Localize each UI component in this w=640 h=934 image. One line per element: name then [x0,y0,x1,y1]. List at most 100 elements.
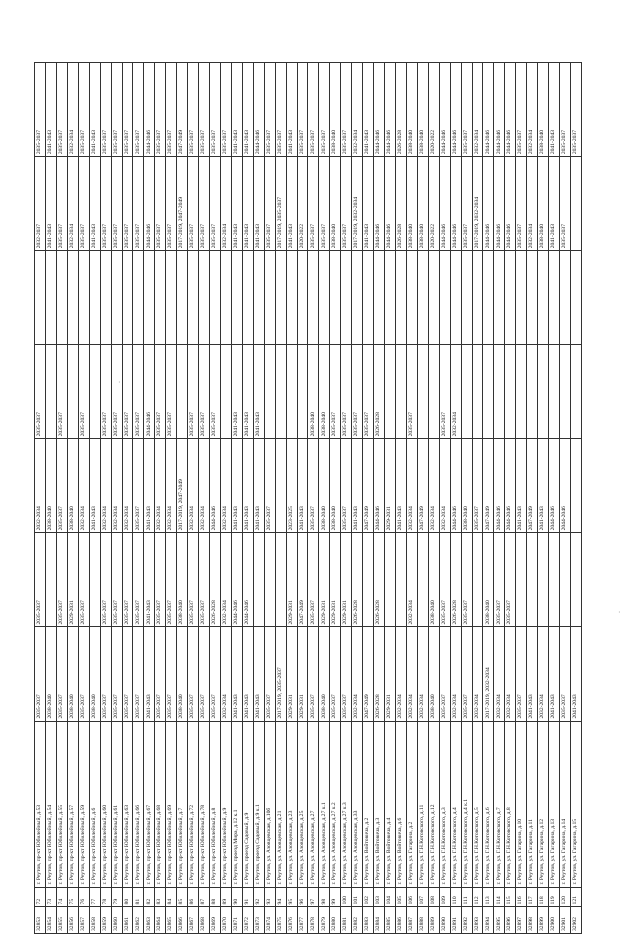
year-range-cell [384,344,396,439]
record-id-cell: 32899 [537,906,549,934]
record-id-cell: 32888 [417,906,429,934]
year-range-cell: 2035-2037 [34,344,46,439]
address-cell: г. Реутов, пр-кт Юбилейный, д.72 [187,721,199,888]
address-cell: г. Реутов, проезд Садовый, д.9 [242,721,254,888]
year-range-cell [417,532,429,627]
year-range-cell: 2017-2019, 2047-2049 [176,156,188,251]
year-range-cell: 2044-2046 [373,62,385,157]
year-range-cell: 2017-2019, 2035-2037 [275,626,287,722]
record-id-cell: 32854 [45,906,57,934]
year-range-cell [461,344,472,439]
year-range-cell: 2035-2037 [340,344,352,439]
record-id-cell: 32890 [439,906,451,934]
year-range-cell: 2035-2037 [154,344,166,439]
year-range-cell: 2041-2043 [89,62,101,157]
year-range-cell: 2041-2043 [242,62,254,157]
year-range-cell [165,250,177,345]
record-id-cell: 32900 [548,906,560,934]
address-cell: г. Реутов, ул. Г.Н.Котовского, д.11 [417,721,429,888]
row-number-cell: 100 [340,887,352,907]
year-range-cell: 2041-2043 [45,62,57,157]
address-cell: г. Реутов, ул. Азовцевская, д.27 [307,721,319,888]
record-id-cell: 32898 [526,906,538,934]
year-range-cell: 2035-2037 [275,62,287,157]
record-id-cell: 32875 [275,906,287,934]
year-range-cell: 2035-2037 [187,532,199,627]
year-range-cell: 2038-2040 [537,156,549,251]
record-id-cell: 32884 [373,906,385,934]
year-range-cell: 2035-2037 [307,156,319,251]
year-range-cell: 2035-2037 [132,62,144,157]
record-id-cell: 32896 [504,906,516,934]
record-id-cell: 32858 [89,906,101,934]
year-range-cell: 2029-2031 [318,532,330,627]
address-cell: г. Реутов, ул. Азовцевская, д.27 к.1 [318,721,330,888]
year-range-cell: 2041-2043 [231,156,243,251]
year-range-cell: 2038-2040 [67,438,79,533]
year-range-cell: 2035-2037 [165,344,177,439]
year-range-cell [176,344,188,439]
year-range-cell [34,250,46,345]
year-range-cell: 2023-2025 [286,438,297,533]
year-range-cell: 2038-2040 [428,626,440,722]
row-number-cell: 72 [34,887,46,907]
record-id-cell: 32887 [406,906,418,934]
record-id-cell: 32868 [198,906,210,934]
year-range-cell: 2044-2046 [439,62,451,157]
record-id-cell: 32883 [362,906,374,934]
year-range-cell [318,250,330,345]
year-range-cell: 2035-2037 [198,62,210,157]
year-range-cell: 2035-2037 [132,626,144,722]
address-cell: г. Реутов, пр-кт Юбилейный, д.59 [78,721,90,888]
year-range-cell [482,344,494,439]
year-range-cell: 2035-2037 [493,532,505,627]
year-range-cell [264,344,276,439]
year-range-cell [307,250,319,345]
year-range-cell: 2032-2034 [34,438,46,533]
year-range-cell: 2035-2037 [439,532,451,627]
row-number-cell: 95 [286,887,297,907]
year-range-cell: 2035-2037 [318,62,330,157]
year-range-cell: 2047-2049 [176,62,188,157]
row-number-cell: 106 [406,887,418,907]
year-range-cell: 2044-2046 [504,156,516,251]
address-cell: г. Реутов, ул. Г.Н.Котовского, д.5 [472,721,483,888]
record-id-cell: 32860 [111,906,122,934]
year-range-cell [122,250,133,345]
year-range-cell: 2041-2043 [526,626,538,722]
year-range-cell [220,250,232,345]
year-range-cell: 2044-2046 [384,156,396,251]
year-range-cell: 2038-2040 [318,438,330,533]
record-id-cell: 32895 [493,906,505,934]
address-cell: г. Реутов, ул. Войтовича, д.4 [384,721,396,888]
year-range-cell: 2038-2040 [329,62,341,157]
year-range-cell: 2035-2037 [198,344,210,439]
year-range-cell: 2041-2043 [45,156,57,251]
year-range-cell [187,250,199,345]
year-range-cell: 2035-2037 [122,532,133,627]
year-range-cell: 2029-2031 [67,532,79,627]
year-range-cell [537,250,549,345]
address-cell: г. Реутов, ул. Г.Н.Котовского, д.6 [482,721,494,888]
record-id-cell: 32885 [384,906,396,934]
record-id-cell: 32894 [482,906,494,934]
year-range-cell [548,532,560,627]
year-range-cell: 2035-2037 [329,626,341,722]
year-range-cell [428,344,440,439]
year-range-cell [570,344,582,439]
year-range-cell: 2032-2034 [493,626,505,722]
record-id-cell: 32902 [570,906,582,934]
year-range-cell: 2035-2037 [165,626,177,722]
record-id-cell: 32861 [122,906,133,934]
year-range-cell: 2041-2043 [395,438,407,533]
year-range-cell [351,250,363,345]
year-range-cell: 2044-2046 [384,62,396,157]
year-range-cell: 2038-2040 [329,438,341,533]
year-range-cell: 2038-2040 [329,156,341,251]
year-range-cell: 2032-2034 [428,438,440,533]
year-range-cell: 2047-2049 [526,438,538,533]
